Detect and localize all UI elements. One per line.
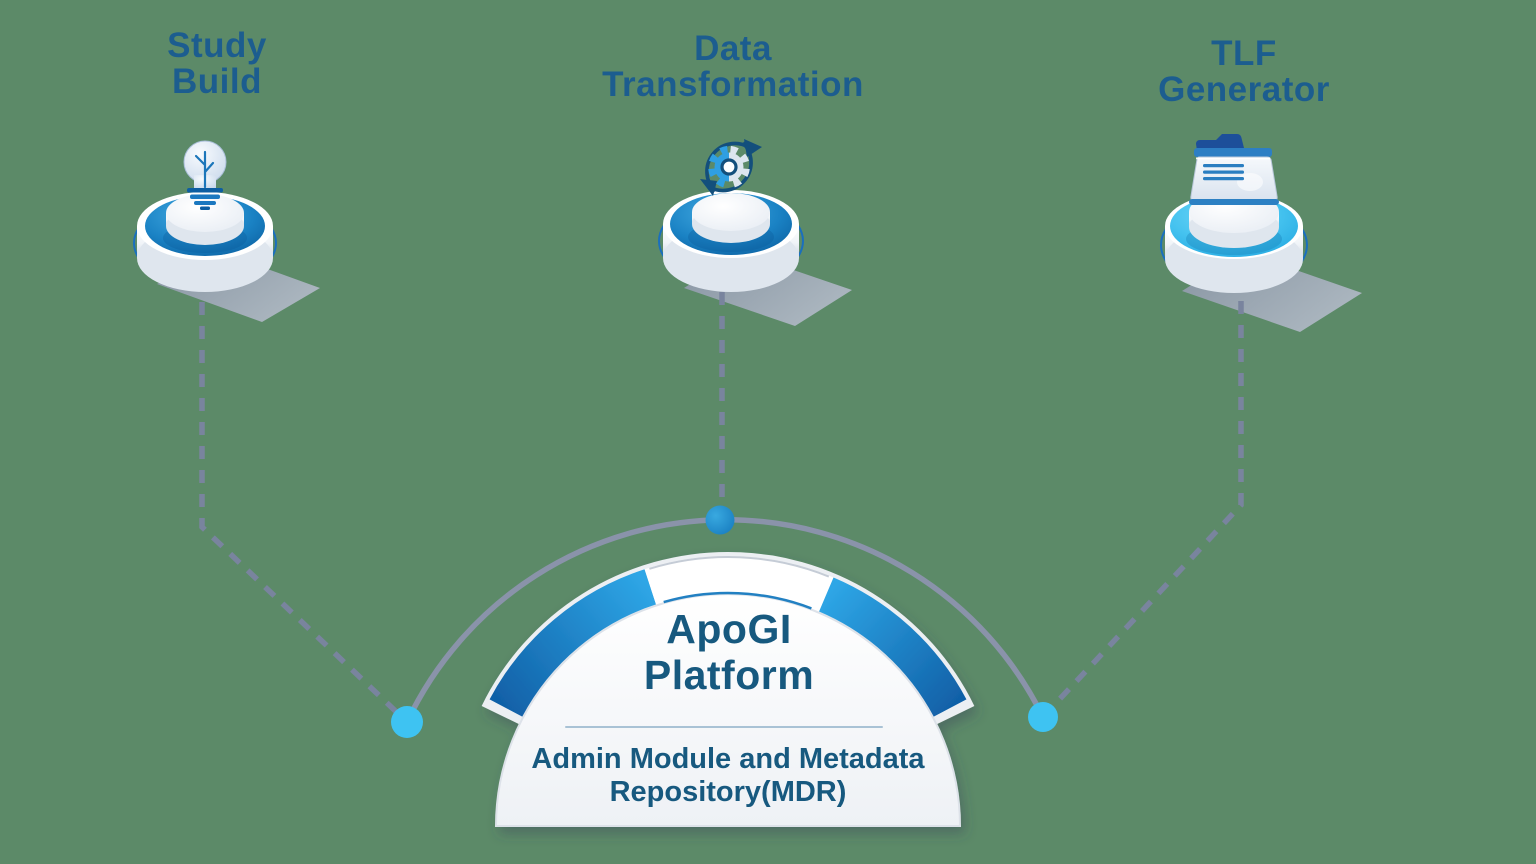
cap-top [692,193,770,231]
dome-band-inner-line [663,591,812,610]
cap-top [166,194,244,232]
connector-dot-top [705,505,735,535]
folder-icon [1189,134,1279,205]
pedestal-study-build [133,140,320,322]
gear-sync-icon [700,139,762,196]
dashed-connector-tlf-generator [1040,301,1244,719]
dome-band-right [818,577,967,717]
dome-band-left [489,569,657,717]
connector-dot-left [391,706,423,738]
platform-subtitle: Admin Module and Metadata Repository(MDR… [531,743,925,808]
dome-band-outer-line [649,556,830,578]
platform-divider [565,726,883,728]
pedestal-tlf-generator [1160,134,1362,332]
label-study-build: Study Build [167,26,267,101]
label-data-transformation: Data Transformation [602,29,864,104]
platform-title: ApoGI Platform [643,606,815,698]
pedestal-data-transformation [658,139,852,326]
connector-dot-right [1028,702,1058,732]
label-tlf-generator: TLF Generator [1158,34,1330,109]
dome-band-top [644,556,834,612]
platform-dome [481,552,975,827]
dashed-connector-study-build [199,302,409,724]
lightbulb-icon [183,140,227,210]
